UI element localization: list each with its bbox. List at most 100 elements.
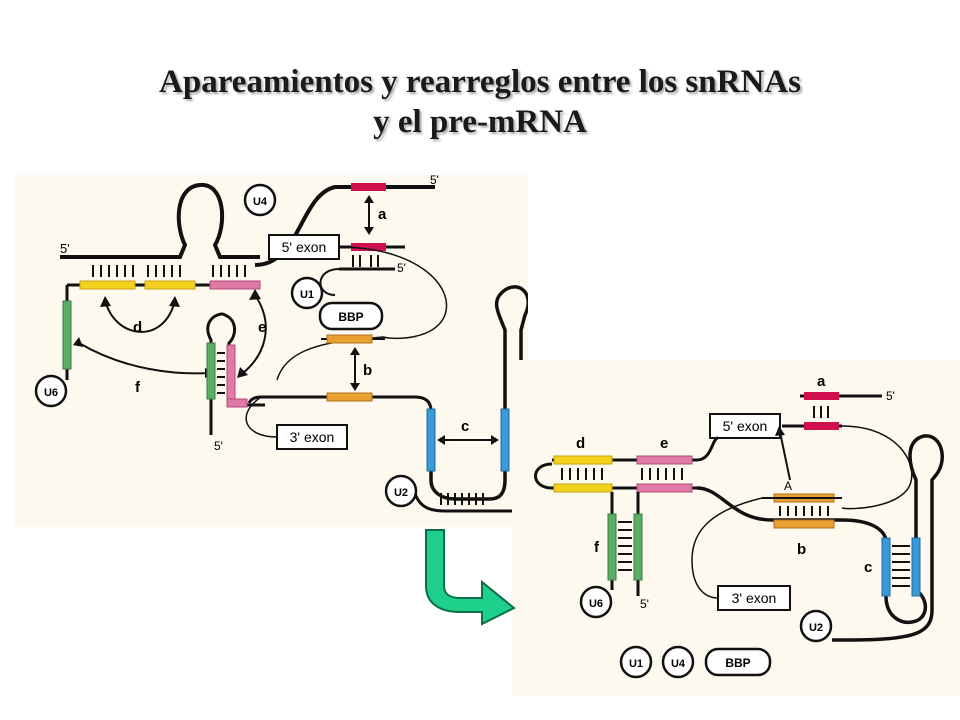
u2-circle xyxy=(799,609,833,643)
u2-lower-strand xyxy=(413,492,528,513)
label-d: d xyxy=(133,319,142,336)
u2-pair-lines xyxy=(440,493,484,505)
red-site-a-bottom xyxy=(804,422,839,430)
exon-3-label: 3' exon xyxy=(290,429,335,445)
label-b: b xyxy=(363,362,372,379)
right-spliceosome-diagram: a 5' 5' exon d e f 5' U6 A b xyxy=(512,360,960,696)
arrowhead xyxy=(73,337,83,347)
branch-arrow xyxy=(779,431,791,481)
label-e: e xyxy=(258,319,266,336)
u4-label: U4 xyxy=(671,658,686,670)
title-line-2: y el pre-mRNA xyxy=(373,104,587,140)
pink-site-top xyxy=(209,280,261,290)
arrowhead xyxy=(249,289,261,300)
label-c: c xyxy=(461,418,469,435)
green-site-hairpin xyxy=(206,342,216,400)
arrowhead xyxy=(350,383,360,391)
pairing-arrow-f xyxy=(78,342,212,375)
label-f: f xyxy=(594,539,600,556)
label-b: b xyxy=(797,541,806,558)
u4-circle xyxy=(661,645,695,679)
arrowhead xyxy=(364,195,374,203)
pre-mrna-link-lower xyxy=(696,486,842,522)
red-site-a-u1 xyxy=(351,243,386,251)
arrowhead xyxy=(775,426,785,436)
b-pair-lines xyxy=(779,506,829,516)
u1-circle xyxy=(290,276,324,310)
yellow-site-d-bottom xyxy=(553,483,613,493)
intron-lower xyxy=(245,396,278,438)
bbp-box xyxy=(704,647,772,677)
arrowhead xyxy=(491,435,499,445)
exon-5-box xyxy=(268,234,340,260)
red-site-a-top xyxy=(351,183,386,191)
five-prime-top-label: 5' xyxy=(430,175,439,187)
five-prime-top-label: 5' xyxy=(886,389,895,403)
u6-loop xyxy=(534,462,553,490)
u4-circle xyxy=(243,183,277,217)
arrowhead xyxy=(100,296,111,307)
arrowhead xyxy=(169,296,180,307)
left-panel-background xyxy=(15,175,528,527)
u1-loop xyxy=(319,268,340,296)
u1-label: U1 xyxy=(300,289,314,301)
pairing-arrow-e xyxy=(242,294,267,374)
exon-3-box xyxy=(717,585,791,611)
u1-pair-lines xyxy=(352,255,379,267)
green-site-f-right xyxy=(633,513,643,581)
u2-label: U2 xyxy=(809,622,823,634)
yellow-site-d-top xyxy=(553,455,613,465)
pink-site-vertical xyxy=(226,344,236,400)
f-pair-lines xyxy=(618,521,632,571)
u6-pair-lines xyxy=(92,265,246,277)
green-site-f-left xyxy=(607,513,617,581)
exon-3-label: 3' exon xyxy=(732,590,777,606)
arrowhead xyxy=(237,367,248,378)
pre-mrna-link-upper xyxy=(696,436,719,462)
blue-site-left xyxy=(426,408,436,472)
blue-site-right xyxy=(911,537,921,597)
yellow-site-1 xyxy=(79,280,136,290)
label-f: f xyxy=(135,379,141,396)
transition-arrow xyxy=(425,529,516,626)
u6-five-prime-label: 5' xyxy=(640,597,649,611)
red-site-a-top xyxy=(804,392,839,400)
intron-upper xyxy=(841,425,913,510)
arrowhead xyxy=(437,435,445,445)
orange-site-b-bottom xyxy=(773,519,835,529)
label-e: e xyxy=(660,435,668,452)
u1-five-prime-label: 5' xyxy=(397,261,406,275)
c-pair-lines xyxy=(892,545,910,587)
u6-label: U6 xyxy=(589,598,603,610)
hairpin-pair-lines xyxy=(217,352,225,394)
u2-strand xyxy=(429,285,528,501)
a-pair-lines xyxy=(813,406,829,418)
label-a: a xyxy=(378,206,387,223)
u4-label: U4 xyxy=(253,196,268,208)
pink-site-e-top xyxy=(636,455,693,465)
u2-circle xyxy=(384,474,418,508)
pre-mrna-5-strand xyxy=(254,185,435,267)
title-line-1: Apareamientos y rearreglos entre los snR… xyxy=(159,64,801,100)
right-panel-background xyxy=(512,360,960,696)
branch-a-label: A xyxy=(784,479,792,493)
exon-5-label: 5' exon xyxy=(723,418,768,434)
hairpin-five-prime-label: 5' xyxy=(214,439,223,453)
bbp-box xyxy=(318,301,384,331)
u6-circle xyxy=(34,374,68,408)
blue-site-right xyxy=(500,408,510,472)
green-site-u6 xyxy=(62,300,72,370)
u6-strand xyxy=(60,183,260,259)
transition-arrow-body xyxy=(425,529,516,626)
u6-label: U6 xyxy=(44,387,58,399)
label-a: a xyxy=(817,373,826,390)
pairing-arrow-d xyxy=(104,299,176,333)
label-d: d xyxy=(576,435,585,452)
u1-label: U1 xyxy=(629,658,643,670)
u6-five-prime-label: 5' xyxy=(60,241,70,256)
u6-hairpin xyxy=(206,312,265,435)
page-title: Apareamientos y rearreglos entre los snR… xyxy=(0,62,960,142)
u1-circle xyxy=(619,645,653,679)
bbp-label: BBP xyxy=(725,656,750,670)
de-pair-lines xyxy=(561,468,683,480)
